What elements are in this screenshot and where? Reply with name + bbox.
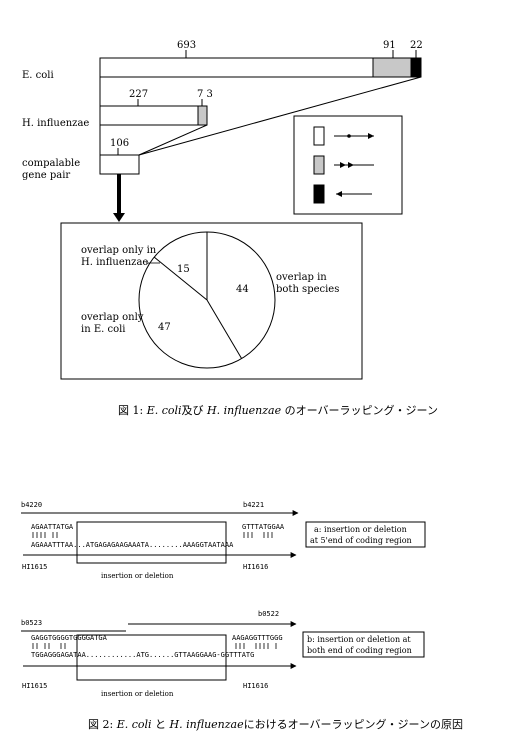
hi-right-b: HI1616 xyxy=(243,682,268,690)
hinf-small-count: 7 3 xyxy=(197,89,213,100)
note-box-a xyxy=(305,521,426,548)
legend-arrow-1-icon xyxy=(334,133,374,139)
hinf-only-label-2: H. influenzae xyxy=(81,257,148,268)
both-label-1: overlap in xyxy=(276,272,327,283)
gene-b0522: b0522 xyxy=(258,610,279,618)
figure1-caption: 図 1: E. coli及び H. influenzae のオーバーラッピング・… xyxy=(118,402,438,418)
legend-box xyxy=(293,115,403,215)
note-a-line1: a: insertion or deletion xyxy=(314,525,407,534)
hi-left-a: HI1615 xyxy=(22,563,47,571)
indel-note-b: insertion or deletion xyxy=(101,690,174,698)
pair-bar xyxy=(99,154,140,175)
both-label-2: both species xyxy=(276,284,339,295)
down-arrow-icon xyxy=(113,213,125,222)
figure2a: b4220 b4221 AGAATTATGA GTTTATGGAA AGAAAT… xyxy=(21,501,426,580)
ecoli-bar-gray xyxy=(372,57,412,78)
pair-label-1: compalable xyxy=(22,158,80,169)
figure2-caption-mid: と xyxy=(155,718,167,731)
ecoli-mid-count: 91 xyxy=(383,40,396,51)
legend-arrow-3-icon xyxy=(336,191,372,197)
legend-arrow-2-icon xyxy=(334,162,374,168)
seq-b-bottom: TGGAGGGAGATAA............ATG......GTTAAG… xyxy=(31,651,254,659)
ecoli-end-count: 22 xyxy=(410,40,423,51)
ecoli-only-label-1: overlap only xyxy=(81,312,144,323)
pie-label-15: 15 xyxy=(177,264,190,275)
figure2-caption-sp1: E. coli xyxy=(116,718,152,731)
figure1: E. coli 693 91 22 H. influenzae 227 7 3 … xyxy=(22,40,423,380)
figure2-caption-sp2: H. influenzae xyxy=(169,718,244,731)
ecoli-main-count: 693 xyxy=(177,40,196,51)
indel-box-b xyxy=(76,634,227,681)
ecoli-bar-main xyxy=(99,57,374,78)
figure1-caption-sp2: H. influenzae xyxy=(207,404,282,417)
match-ticks-b xyxy=(32,643,277,649)
hinf-main-count: 227 xyxy=(129,89,148,100)
gene-b4220: b4220 xyxy=(21,501,42,509)
figure1-caption-suffix: のオーバーラッピング・ジーン xyxy=(284,404,438,417)
seq-a-bottom: AGAAATTTAA...ATGAGAGAAGAAATA........AAAG… xyxy=(31,541,234,549)
hinf-only-label-1: overlap only in xyxy=(81,245,157,256)
hinf-label: H. influenzae xyxy=(22,118,89,129)
figure2-caption-suffix: におけるオーバーラッピング・ジーンの原因 xyxy=(243,718,463,731)
gene-b4221: b4221 xyxy=(243,501,264,509)
note-box-b xyxy=(302,631,425,658)
ecoli-bar-black xyxy=(410,57,422,78)
seq-a-top-right: GTTTATGGAA xyxy=(242,523,285,531)
pie-label-44: 44 xyxy=(236,284,249,295)
indel-box-a xyxy=(76,521,227,564)
seq-a-top-left: AGAATTATGA xyxy=(31,523,74,531)
hinf-bar-main xyxy=(99,105,199,126)
pie-slice-edge-47 xyxy=(206,299,243,359)
figure2-caption: 図 2: E. coli と H. influenzaeにおけるオーバーラッピン… xyxy=(88,716,463,732)
pie-chart xyxy=(138,231,276,369)
note-b-line1: b: insertion or deletion at xyxy=(307,635,411,644)
ecoli-label: E. coli xyxy=(22,70,54,81)
pie-label-47: 47 xyxy=(158,322,171,333)
hinf-bar-gray xyxy=(197,105,208,126)
figure2b: b0522 b0523 GAGGTGGGGTGGGGATGA AAGAGGTTT… xyxy=(21,610,425,698)
hi-right-a: HI1616 xyxy=(243,563,268,571)
pair-label-2: gene pair xyxy=(22,170,70,181)
legend-black-swatch xyxy=(313,184,325,204)
figure1-caption-prefix: 図 1: xyxy=(118,404,144,417)
match-ticks-a xyxy=(32,532,273,538)
seq-b-top-left: GAGGTGGGGTGGGGATGA xyxy=(31,634,108,642)
pie-slice-edge-15 xyxy=(153,256,208,301)
legend-white-swatch xyxy=(313,126,325,146)
note-b-line2: both end of coding region xyxy=(307,646,412,655)
note-a-line2: at 5'end of coding region xyxy=(310,536,412,545)
ecoli-only-label-2: in E. coli xyxy=(81,324,126,335)
hi-left-b: HI1615 xyxy=(22,682,47,690)
indel-note-a: insertion or deletion xyxy=(101,572,174,580)
figure1-caption-sp1: E. coli xyxy=(146,404,182,417)
seq-b-top-right: AAGAGGTTTGGG xyxy=(232,634,283,642)
legend-gray-swatch xyxy=(313,155,325,175)
figure1-caption-mid: 及び xyxy=(181,404,204,417)
gene-b0523: b0523 xyxy=(21,619,42,627)
figure2-caption-prefix: 図 2: xyxy=(88,718,114,731)
pair-count: 106 xyxy=(110,138,129,149)
